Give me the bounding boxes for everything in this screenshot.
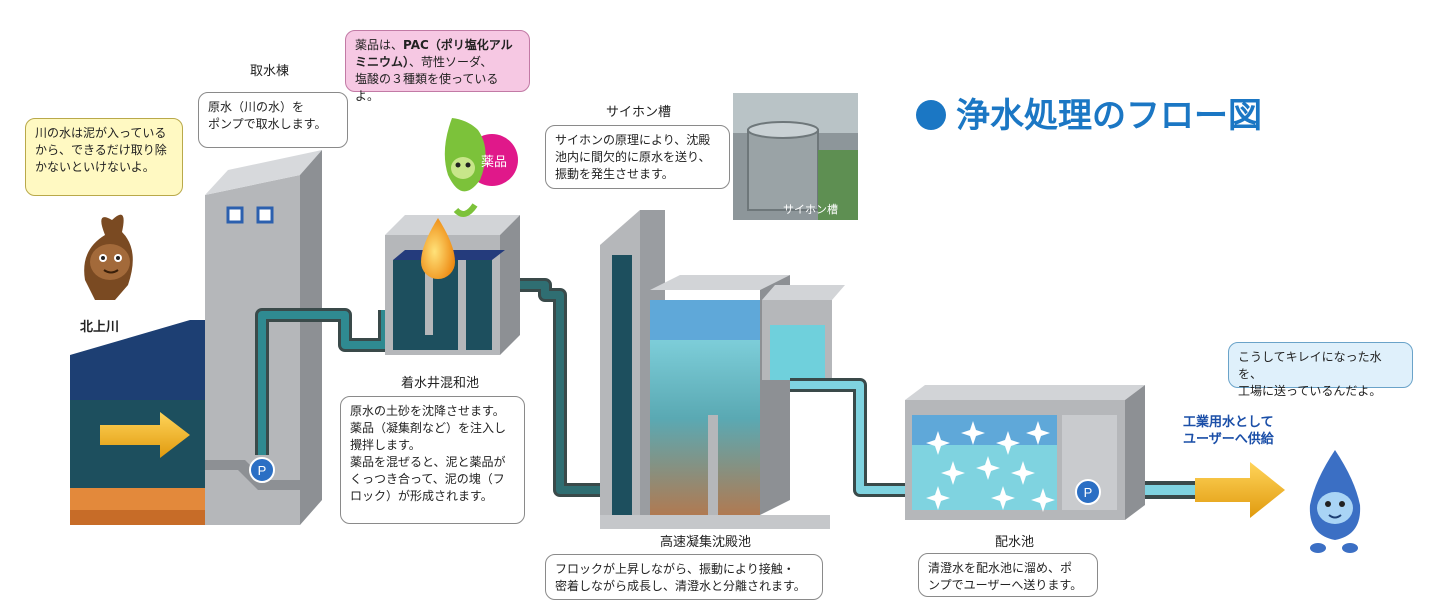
distribution-desc-box: 清澄水を配水池に溜め、ポ ンプでユーザーへ送ります。 [918,553,1098,597]
river-label: 北上川 [80,320,120,335]
intake-tower [205,150,322,525]
settling-basin [600,210,845,529]
svg-text:P: P [1084,485,1093,500]
river-speech-bubble: 川の水は泥が入っている から、できるだけ取り除 かないといけないよ。 [25,118,183,196]
water-mascot-icon [1309,450,1361,553]
chemical-speech-prefix: 薬品は、 [355,38,404,52]
chemical-speech-bold: PAC（ポリ塩化アルミニウム） [355,38,513,69]
chemical-tag: 薬品 [481,155,507,170]
svg-text:P: P [258,463,267,478]
siphon-label: サイホン槽 [606,105,672,120]
distribution-reservoir [905,385,1145,520]
chemical-drop [421,218,455,279]
supply-label: 工業用水として ユーザーへ供給 [1183,415,1274,447]
mixing-basin-label: 着水井混和池 [401,376,480,391]
chemical-speech-suffix: 、苛性ソーダ、 塩酸の３種類を使っているよ。 [355,55,499,103]
siphon-photo-caption: サイホン槽 [783,203,838,216]
title-text: 浄水処理のフロー図 [956,96,1262,136]
mixing-basin-desc-box: 原水の土砂を沈降させます。 薬品（凝集剤など）を注入し 攪拌します。 薬品を混ぜ… [340,396,525,524]
river-mascot-icon [84,214,133,300]
mixing-basin [385,215,520,355]
title-bullet-icon [916,100,946,130]
intake-pump-icon: P [249,457,275,483]
inflow-arrow-icon [100,412,190,458]
distribution-label: 配水池 [995,535,1035,550]
siphon-desc-box: サイホンの原理により、沈殿 池内に間欠的に原水を送り、 振動を発生させます。 [545,125,730,189]
sparkle-decoration [926,421,1055,512]
supply-speech-bubble: こうしてキレイになった水を、 工場に送っているんだよ。 [1228,342,1413,398]
intake-desc-box: 原水（川の水）を ポンプで取水します。 [198,92,348,148]
settling-basin-label: 高速凝集沈殿池 [660,535,752,550]
chemical-speech-bubble: 薬品は、PAC（ポリ塩化アルミニウム）、苛性ソーダ、 塩酸の３種類を使っているよ… [345,30,530,103]
settling-basin-desc-box: フロックが上昇しながら、振動により接触・ 密着しながら成長し、清澄水と分離されま… [545,554,823,600]
siphon-tank-photo: サイホン槽 [733,93,858,220]
supply-arrow-icon [1195,462,1285,518]
page-title: 浄水処理のフロー図 [916,88,1262,137]
chemical-mascot-icon [444,118,518,217]
distribution-pump-icon: P [1075,479,1101,505]
intake-label: 取水棟 [250,64,290,79]
